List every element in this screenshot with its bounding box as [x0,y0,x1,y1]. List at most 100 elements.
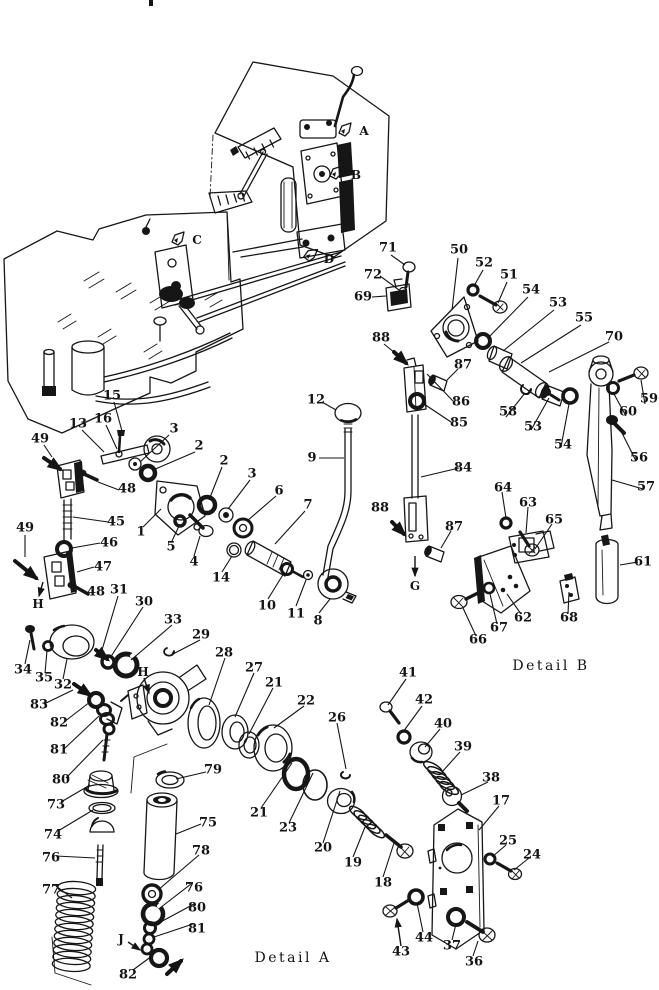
part-number-71: 71 [379,241,397,256]
part-number-27: 27 [245,661,263,676]
part-number-31: 31 [110,583,128,598]
spring-pin [390,520,407,537]
leader-line [105,424,118,450]
ref-letter-H: H [32,597,43,611]
leader-line [379,275,400,291]
part-number-28: 28 [215,646,233,661]
leader-line [502,309,555,352]
pointer-arrow [394,917,402,947]
leader-line [441,751,461,773]
governor-shaft-parts [25,624,414,986]
part-number-49: 49 [16,521,34,536]
leader-line [387,678,407,706]
leader-line [172,639,201,655]
leader-line [620,430,637,462]
part-number-9: 9 [307,451,316,466]
leader-line [371,295,387,298]
part-number-54: 54 [522,283,540,298]
part-number-46: 46 [100,536,118,551]
spring-pin [42,456,64,472]
leader-line [462,607,477,637]
leader-line [505,392,526,418]
leader-line [416,902,424,933]
leader-line [142,508,162,528]
leader-line [402,705,423,733]
part-number-70: 70 [605,330,623,345]
part-number-88: 88 [371,501,389,516]
leader-line [560,403,570,448]
part-number-39: 39 [454,740,472,755]
part-number-23: 23 [279,821,297,836]
part-number-74: 74 [44,828,62,843]
part-number-6: 6 [274,484,283,499]
engine-block [3,211,346,434]
leader-line [193,535,201,557]
leader-line [513,857,530,871]
leader-line [520,324,582,364]
part-number-2: 2 [219,454,228,469]
part-number-60: 60 [619,405,637,420]
part-number-4: 4 [189,555,198,570]
ref-letter-C: C [192,233,202,247]
leader-line [63,701,91,723]
leader-line [157,854,200,891]
flag-c-icon [171,231,185,246]
part-number-7: 7 [303,498,312,513]
leader-lines [24,254,646,971]
leader-line [491,844,507,858]
part-number-81: 81 [50,743,68,758]
part-number-18: 18 [374,876,392,891]
part-number-73: 73 [47,798,65,813]
leader-line [506,593,522,615]
leader-line [227,479,251,510]
part-number-44: 44 [415,931,433,946]
leader-line [534,523,553,550]
ref-letter-J: J [117,932,124,946]
leader-line [460,781,489,796]
part-number-64: 64 [494,481,512,496]
part-number-37: 37 [443,939,461,954]
leader-line [267,572,285,600]
part-number-63: 63 [519,496,537,511]
control-lever-parts [43,402,362,604]
part-number-81: 81 [188,922,206,937]
leader-line [390,254,406,266]
leader-line [130,624,173,661]
leader-line [132,955,153,971]
spring-pin [72,682,94,698]
direction-arrows [37,556,419,951]
part-number-48: 48 [87,585,105,600]
leader-line [352,826,366,858]
leader-line [611,479,644,490]
part-number-52: 52 [475,256,493,271]
leader-line [567,591,570,615]
part-number-21: 21 [265,676,283,691]
part-number-77: 77 [42,883,60,898]
part-number-85: 85 [450,416,468,431]
part-number-49: 49 [31,432,49,447]
part-number-51: 51 [500,268,518,283]
part-number-33: 33 [164,613,182,628]
part-number-11: 11 [287,607,305,622]
part-number-15: 15 [103,389,121,404]
leader-line [76,566,95,573]
leader-line [487,296,529,339]
part-number-53: 53 [524,420,542,435]
part-number-21: 21 [250,806,268,821]
part-number-69: 69 [354,290,372,305]
part-number-42: 42 [415,693,433,708]
leader-line [451,257,459,311]
part-number-38: 38 [482,771,500,786]
detail-b-parts [385,261,649,614]
leader-line [62,658,68,680]
part-number-45: 45 [107,515,125,530]
part-number-67: 67 [490,621,508,636]
leader-line [109,606,144,659]
leader-line [175,771,207,780]
leader-line [318,598,331,614]
part-number-84: 84 [454,461,472,476]
part-number-35: 35 [35,671,53,686]
